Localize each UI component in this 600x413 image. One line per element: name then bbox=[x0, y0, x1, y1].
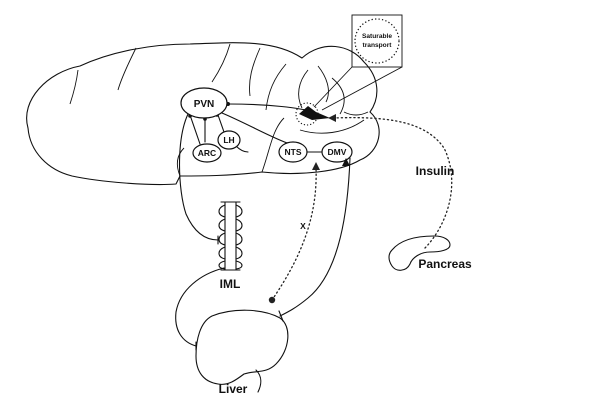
bbb-site-icon bbox=[299, 106, 330, 120]
liver-label: Liver bbox=[219, 382, 248, 396]
saturable-label-line1: Saturable bbox=[362, 33, 392, 40]
node-nts: NTS bbox=[278, 141, 308, 163]
liver-to-nts-dotted-path bbox=[271, 167, 317, 301]
insulin-label: Insulin bbox=[416, 164, 455, 178]
node-dmv-label: DMV bbox=[328, 147, 347, 157]
pancreas-label: Pancreas bbox=[418, 257, 472, 271]
insulin-dotted-path bbox=[333, 117, 453, 249]
node-lh-label: LH bbox=[223, 135, 234, 145]
node-nts-label: NTS bbox=[285, 147, 302, 157]
node-dmv: DMV bbox=[321, 141, 353, 163]
node-arc-label: ARC bbox=[198, 148, 216, 158]
node-pvn-label: PVN bbox=[194, 99, 215, 110]
liver-outline-icon bbox=[195, 309, 289, 393]
x-mark-label: X bbox=[300, 221, 306, 231]
saturable-transport-callout bbox=[295, 14, 403, 126]
node-lh: LH bbox=[217, 130, 241, 150]
pancreas-outline-icon bbox=[388, 235, 451, 271]
saturable-label-line2: transport bbox=[363, 42, 393, 49]
dmv-to-liver-path bbox=[279, 157, 351, 317]
pvn-to-iml-path bbox=[179, 113, 219, 241]
iml-to-liver-path bbox=[175, 267, 225, 347]
iml-label: IML bbox=[220, 277, 241, 291]
spinal-chain-icon bbox=[218, 201, 243, 271]
brain-outline-icon bbox=[26, 42, 380, 186]
node-arc: ARC bbox=[192, 143, 222, 163]
node-pvn: PVN bbox=[180, 87, 228, 119]
